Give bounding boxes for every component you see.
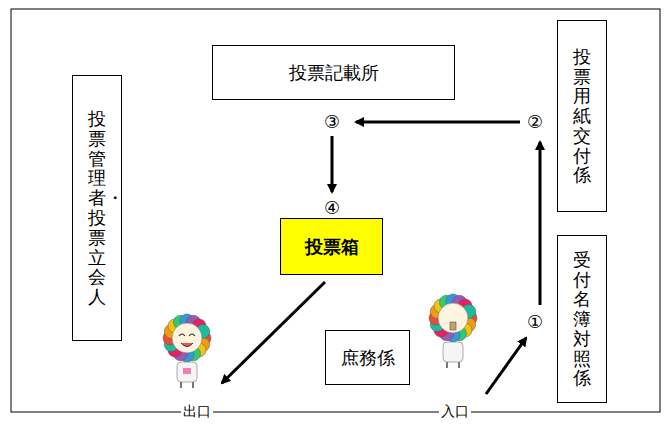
node-text: 投票記載所	[289, 61, 379, 85]
vertical-box: 投票管理者・投票立会人	[72, 75, 122, 341]
entrance-label: 入口	[439, 404, 471, 419]
vertical-box: 受付名簿対照係	[557, 235, 607, 403]
mascot-back	[429, 294, 477, 368]
mascot-smiling	[163, 314, 211, 388]
station-box: 投票記載所	[212, 45, 455, 100]
exit-label: 出口	[181, 404, 213, 419]
node-text: 投票用紙交付係	[573, 47, 591, 186]
node-text: 受付名簿対照係	[573, 250, 591, 389]
vertical-box: 投票用紙交付係	[557, 20, 607, 212]
frame	[11, 9, 660, 412]
callout-number: ④	[322, 198, 342, 218]
station-box: 庶務係	[325, 330, 410, 385]
station-box: 投票箱	[280, 218, 383, 275]
flow-arrows	[222, 122, 540, 394]
node-text: 庶務係	[341, 346, 395, 370]
node-text: 投票箱	[305, 235, 359, 259]
callout-number: ③	[322, 112, 342, 132]
callout-number: ②	[525, 112, 545, 132]
node-text: 投票管理者・投票立会人	[88, 109, 106, 307]
callout-number: ①	[525, 312, 545, 332]
